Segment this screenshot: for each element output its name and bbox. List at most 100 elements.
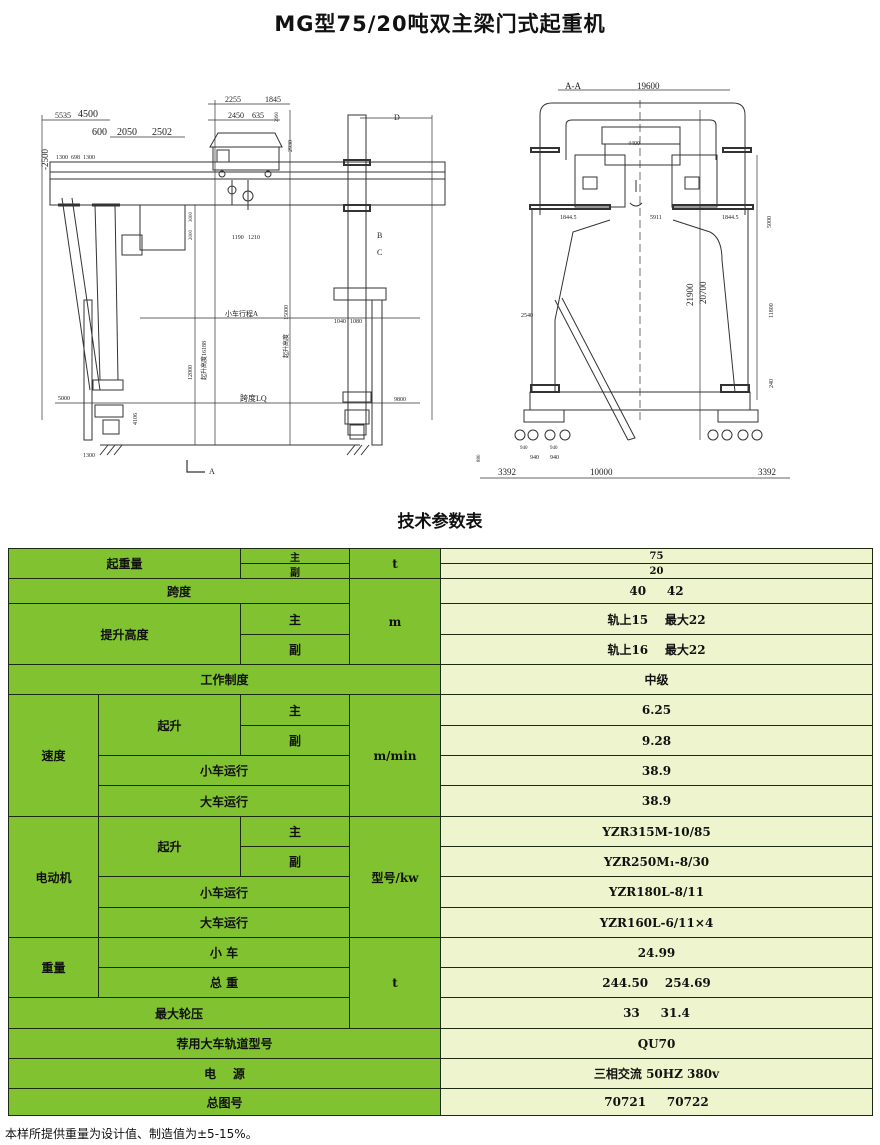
dim-label: 1300 [83, 453, 95, 459]
label-aux: 副 [240, 846, 350, 877]
table-title: 技术参数表 [397, 512, 483, 532]
dim-label: 5000 [767, 216, 773, 228]
footnote: 本样所提供重量为设计值、制造值为±5-15%。 [5, 1127, 258, 1141]
label-span: 跨度 [8, 578, 350, 604]
crane-drawing: 5535 4500 600 2050 2502 -2500 1300 698 1… [40, 81, 790, 479]
dim-label: 19600 [637, 81, 660, 91]
value-work-duty: 中级 [440, 664, 873, 695]
page-title: MG型75/20吨双主梁门式起重机 [274, 12, 606, 36]
label-unit: t [349, 548, 441, 579]
dim-label: 11800 [769, 303, 775, 318]
label-power: 电 源 [8, 1058, 441, 1089]
dim-label: 1190 [232, 235, 244, 241]
dim-label: 240 [769, 379, 775, 388]
dim-label: 1300 [83, 155, 95, 161]
dim-label: 3392 [498, 467, 516, 477]
value-motor-trolley: YZR180L-8/11 [440, 876, 873, 908]
dim-label: 1844.5 [560, 215, 577, 221]
dim-label: A-A [565, 81, 581, 91]
dim-label: 5911 [650, 215, 662, 221]
value-speed-hoist-aux: 9.28 [440, 725, 873, 756]
dim-label: 跨度LQ [240, 393, 267, 403]
dim-label: 1210 [248, 235, 260, 241]
value-weight-total: 244.50 254.69 [440, 967, 873, 998]
value-lift-height-aux: 轨上16 最大22 [440, 634, 873, 665]
label-aux: 副 [240, 634, 350, 665]
value-motor-hoist-aux: YZR250M₁-8/30 [440, 846, 873, 877]
label-weight: 重量 [8, 937, 99, 998]
value-speed-crane: 38.9 [440, 785, 873, 817]
dim-label: 2990 [275, 112, 280, 123]
dim-label: 5535 [55, 111, 71, 120]
section-view-dimensions: A-A 19600 4400 1844.5 5911 1844.5 5000 2… [477, 81, 776, 477]
dim-label: 2000 [189, 230, 194, 241]
dim-label: 15000 [284, 305, 290, 320]
dim-label: 4500 [78, 109, 98, 120]
value-power: 三相交流 50HZ 380v [440, 1058, 873, 1089]
label-main: 主 [240, 603, 350, 635]
label-main: 主 [240, 694, 350, 726]
dim-label: 3000 [189, 212, 194, 223]
dim-label: 21900 [685, 283, 695, 306]
dim-label: 1844.5 [722, 215, 739, 221]
label-crane-travel: 大车运行 [98, 785, 350, 817]
value-speed-hoist-main: 6.25 [440, 694, 873, 726]
dim-label: 880 [477, 454, 482, 462]
label-main: 主 [240, 816, 350, 847]
dim-label: 940 [550, 455, 559, 461]
value-span: 40 42 [440, 578, 873, 604]
label-unit: 型号/kw [349, 816, 441, 938]
value-lift-height-main: 轨上15 最大22 [440, 603, 873, 635]
label-hoist: 起升 [98, 816, 241, 877]
value-capacity-aux: 20 [440, 563, 873, 579]
dim-label: B [377, 231, 382, 240]
section-view [480, 89, 790, 479]
value-motor-hoist-main: YZR315M-10/85 [440, 816, 873, 847]
side-view-dimensions: 5535 4500 600 2050 2502 -2500 1300 698 1… [40, 95, 406, 476]
dim-label: 698 [71, 155, 80, 161]
label-unit: m/min [349, 694, 441, 817]
label-total-weight: 总 重 [98, 967, 350, 998]
value-max-wheel-load: 33 31.4 [440, 997, 873, 1029]
dim-label: 3392 [758, 467, 776, 477]
dim-label: 2450 [228, 111, 244, 120]
dim-label: 5000 [58, 396, 70, 402]
dim-label: 635 [252, 111, 264, 120]
label-trolley-travel: 小车运行 [98, 755, 350, 786]
label-work-duty: 工作制度 [8, 664, 441, 695]
dim-label: 940 [550, 446, 558, 451]
label-max-wheel-load: 最大轮压 [8, 997, 350, 1029]
dim-label: 600 [92, 127, 107, 138]
dim-label: 1080 [350, 319, 362, 325]
dim-label: -2500 [40, 149, 50, 170]
dim-label: 1845 [265, 95, 281, 104]
dim-label: 1040 [334, 319, 346, 325]
dim-label: 小车行程A [225, 309, 258, 318]
dim-label: 2540 [521, 313, 533, 319]
dim-label: 12000 [188, 365, 194, 380]
label-trolley: 小 车 [98, 937, 350, 968]
label-speed: 速度 [8, 694, 99, 817]
label-unit: t [349, 937, 441, 1029]
value-drawing-no: 70721 70722 [440, 1088, 873, 1116]
dim-label: 4106 [133, 413, 139, 425]
label-lifting-capacity: 起重量 [8, 548, 241, 579]
value-weight-trolley: 24.99 [440, 937, 873, 968]
label-drawing-no: 总图号 [8, 1088, 441, 1116]
dim-label: 9800 [394, 397, 406, 403]
dim-label: D [394, 113, 400, 122]
dim-label: 2502 [152, 127, 172, 138]
dim-label: 940 [530, 455, 539, 461]
label-crane-travel: 大车运行 [98, 907, 350, 938]
value-motor-crane: YZR160L-6/11×4 [440, 907, 873, 938]
dim-label: 1300 [56, 155, 68, 161]
dim-label: 起升高度 [282, 334, 290, 358]
dim-label: C [377, 248, 382, 257]
label-aux: 副 [240, 563, 350, 579]
dim-label: 2930 [288, 140, 294, 152]
dim-label: 2255 [225, 95, 241, 104]
dim-label: 940 [520, 446, 528, 451]
dim-label: 10000 [590, 467, 613, 477]
value-rail-type: QU70 [440, 1028, 873, 1059]
dim-label: A [209, 467, 215, 476]
